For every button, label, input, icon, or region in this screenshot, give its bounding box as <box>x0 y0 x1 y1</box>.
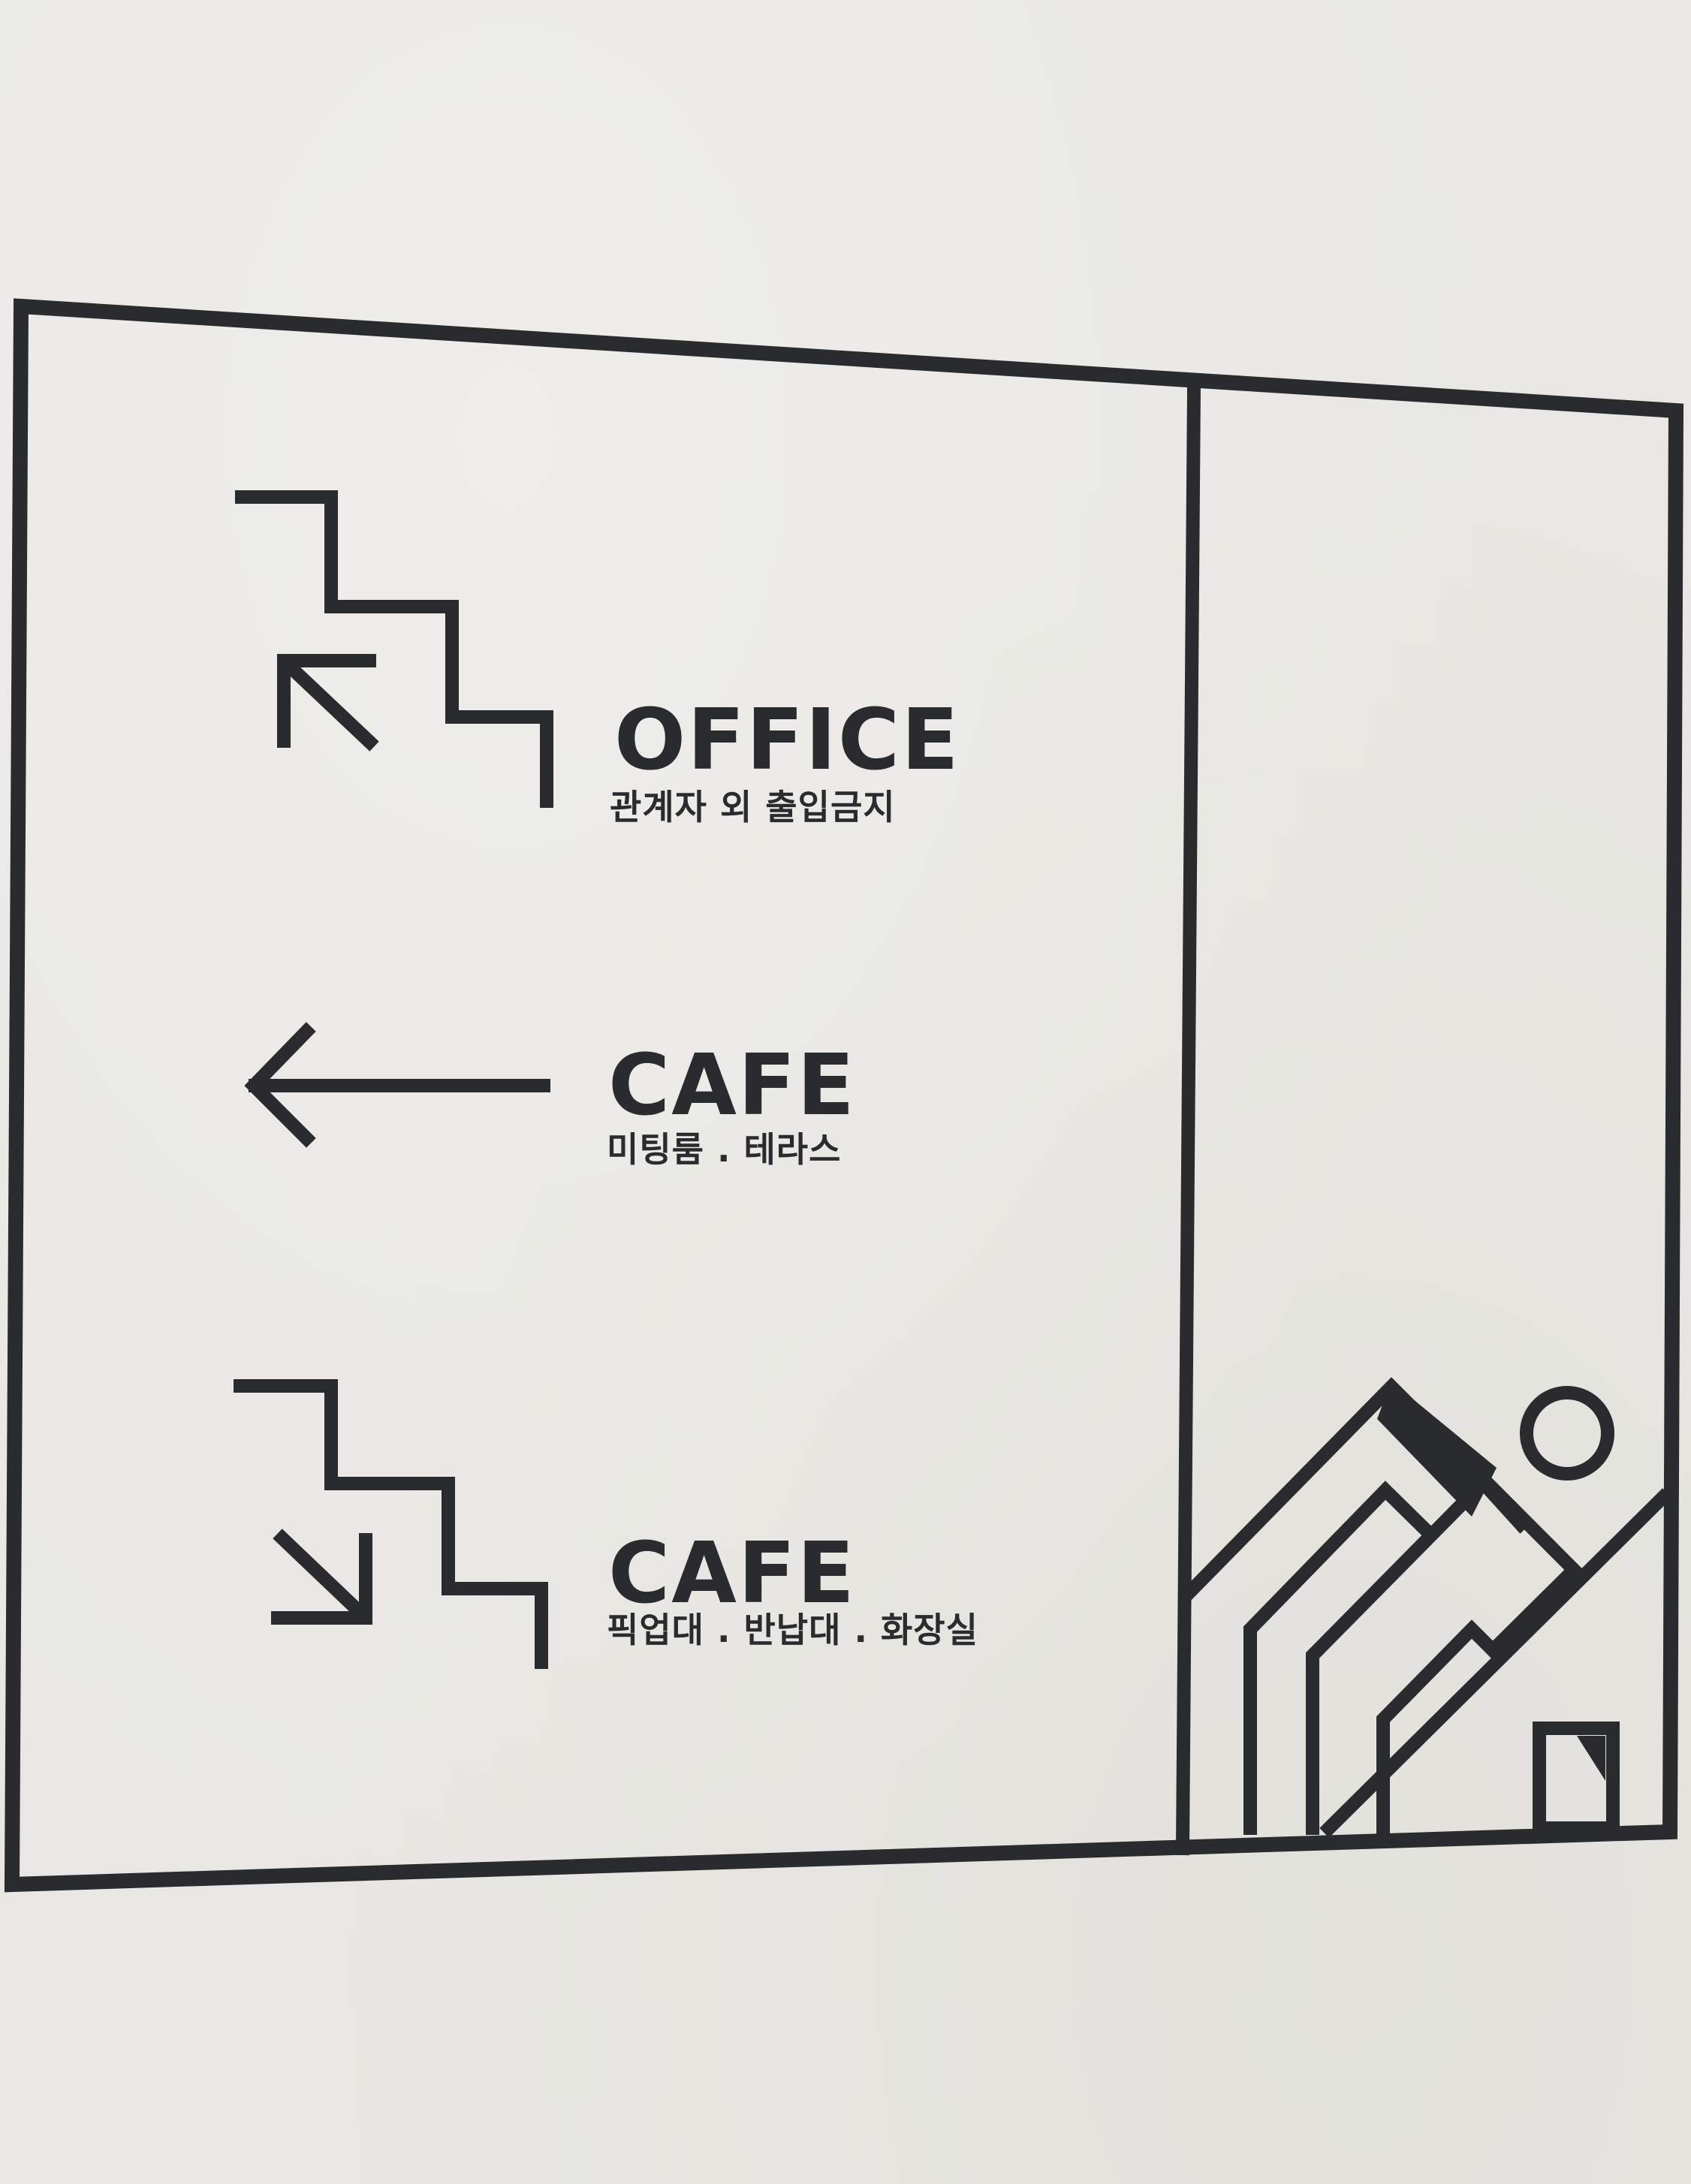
frame-divider <box>1175 381 1201 1856</box>
stairs-up-arrow-icon <box>235 490 553 808</box>
cafe-label-lower: CAFE <box>608 1525 856 1622</box>
office-sublabel: 관계자 외 출입금지 <box>610 787 896 827</box>
office-label: OFFICE <box>614 691 960 789</box>
cafe-sublabel-upper: 미팅룸 . 테라스 <box>607 1129 842 1170</box>
arrow-left-icon <box>244 1022 550 1148</box>
mountain-sun-house-icon <box>1179 1377 1672 1838</box>
outer-frame <box>4 298 1684 1893</box>
stairs-down-arrow-icon <box>234 1379 548 1669</box>
cafe-label-upper: CAFE <box>608 1037 856 1134</box>
cafe-sublabel-lower: 픽업대 . 반납대 . 화장실 <box>607 1610 978 1650</box>
